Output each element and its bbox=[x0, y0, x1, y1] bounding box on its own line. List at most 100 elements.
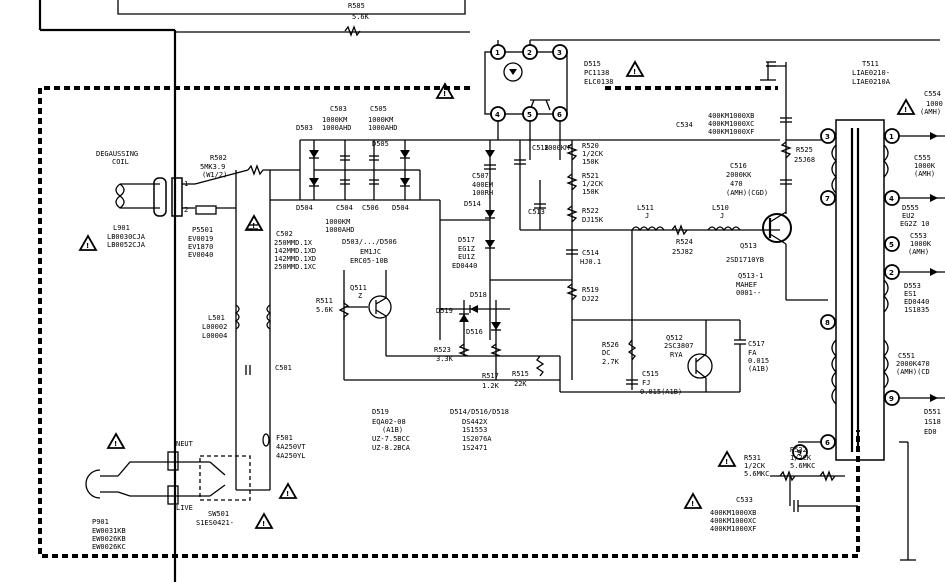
r521-v1: 1/2CK bbox=[582, 180, 604, 188]
warning-icon: ! bbox=[896, 98, 916, 115]
input-wiring bbox=[216, 139, 780, 470]
tpin-5: 5 bbox=[889, 241, 894, 249]
r585-ref: R585 bbox=[348, 2, 365, 10]
d553-v2: ED0440 bbox=[904, 298, 929, 306]
tpin-3: 3 bbox=[825, 133, 830, 141]
sw501-ref: SW501 bbox=[208, 510, 229, 518]
warning-glyph: ! bbox=[262, 520, 265, 528]
r511-val: 5.6K bbox=[316, 306, 334, 314]
c534-v3: 400KM1000XF bbox=[708, 128, 754, 136]
c502-v1: 250MMD.1X bbox=[274, 239, 313, 247]
c553-v1: 1000K bbox=[910, 240, 932, 248]
c503-sub: 1000AHD bbox=[322, 124, 352, 132]
d515-ref: D515 bbox=[584, 60, 601, 68]
c514-ref: C514 bbox=[582, 249, 599, 257]
c516-v3: (AMH)(CGD) bbox=[726, 189, 768, 197]
warning-glyph: ! bbox=[114, 440, 117, 448]
live-label: LIVE bbox=[176, 504, 193, 512]
d514set-v2: 1S1553 bbox=[462, 426, 487, 434]
q511-ref: Q511 bbox=[350, 284, 367, 292]
warning-glyph: ! bbox=[286, 490, 289, 498]
d553-ref: D553 bbox=[904, 282, 921, 290]
r532-v1: 1/2CK bbox=[790, 454, 812, 462]
r521-ref: R521 bbox=[582, 172, 599, 180]
l501-v2: L00004 bbox=[202, 332, 227, 340]
d503-506-v2: EM1JC bbox=[360, 248, 381, 256]
r532-v2: 5.6MKC bbox=[790, 462, 815, 470]
c533-v3: 400KM1000XF bbox=[710, 525, 756, 533]
c505-sub: 1000AHD bbox=[368, 124, 398, 132]
power-input: NEUT LIVE P901 EW0031KB EW0026KB EW0026K… bbox=[85, 440, 271, 551]
f501: F501 4A250VT 4A250YL bbox=[262, 433, 306, 460]
neut-label: NEUT bbox=[176, 440, 194, 448]
d515-v2: ELC0138 bbox=[584, 78, 614, 86]
c533-v2: 400KM1000XC bbox=[710, 517, 756, 525]
c555-v1: 1000K bbox=[914, 162, 936, 170]
r515-ref: R515 bbox=[512, 370, 529, 378]
d503-506-v1: ERC05-10B bbox=[350, 257, 388, 265]
l901: L901 LB0030CJA LB0052CJA bbox=[107, 224, 146, 249]
d504b-ref: D504 bbox=[392, 204, 409, 212]
d519b-v3: UZ-7.5BCC bbox=[372, 435, 410, 443]
q512-v2: RYA bbox=[670, 351, 683, 359]
degaussing-coil: DEGAUSSING COIL 1 2 bbox=[96, 150, 217, 217]
q513-ref: Q513 bbox=[740, 242, 757, 250]
tpin-8: 8 bbox=[825, 319, 830, 327]
transformer-t511: T511 LIAE0210- LIAE0210A 3 7 8 6 1 4 5 2… bbox=[792, 60, 945, 561]
warning-glyph: ! bbox=[252, 222, 255, 230]
c555-v2: (AMH) bbox=[914, 170, 935, 178]
q511-stage: R511 5.6K Q511 Z bbox=[316, 270, 560, 381]
c553-ref: C553 bbox=[910, 232, 927, 240]
r532-ref: R532 bbox=[790, 446, 807, 454]
d551-v1: 1S18 bbox=[924, 418, 941, 426]
p5501-v1: EV0019 bbox=[188, 235, 213, 243]
c503-val: 1000KM bbox=[322, 116, 347, 124]
r524-val: 25J82 bbox=[672, 248, 693, 256]
l501: L501 L00002 L00004 bbox=[202, 304, 272, 340]
c505-val: 1000KM bbox=[368, 116, 393, 124]
warning-icon: ! bbox=[254, 512, 274, 529]
f501-v2: 4A250YL bbox=[276, 452, 306, 460]
r520-v1: 1/2CK bbox=[582, 150, 604, 158]
c502-v2: 142MMD.1XD bbox=[274, 247, 316, 255]
r525-ref: R525 bbox=[796, 146, 813, 154]
c516-v1: 2000KK bbox=[726, 171, 752, 179]
d519-ref: D519 bbox=[436, 307, 453, 315]
r585: R585 5.6K bbox=[344, 2, 370, 37]
secondary-side: C554 1000 (AMH) C555 1000K (AMH) D555 EU… bbox=[896, 90, 943, 436]
c503-ref: C503 bbox=[330, 105, 347, 113]
pin-6: 6 bbox=[557, 111, 562, 119]
isolation-boundary bbox=[38, 86, 860, 558]
d505-ref: D505 bbox=[372, 140, 389, 148]
c502-v4: 250MMD.1XC bbox=[274, 263, 316, 271]
c505-ref: C505 bbox=[370, 105, 387, 113]
l901-v1: LB0030CJA bbox=[107, 233, 146, 241]
warning-icon: ! bbox=[625, 60, 645, 77]
q513-1-ref: Q513-1 bbox=[738, 272, 763, 280]
d519b-v1: EQA02-08 bbox=[372, 418, 406, 426]
pin-4: 4 bbox=[495, 111, 500, 119]
warning-icon: ! bbox=[244, 214, 264, 231]
q512-v1: 2SC3807 bbox=[664, 342, 694, 350]
c534-v1: 400KM1000XB bbox=[708, 112, 754, 120]
pin-2: 2 bbox=[527, 49, 532, 57]
pin-5: 5 bbox=[527, 111, 532, 119]
r502-sub: (W1/2) bbox=[202, 171, 227, 179]
d519b-v2: (A1B) bbox=[382, 426, 403, 434]
p901-v1: EW0031KB bbox=[92, 527, 126, 535]
r526-ref: R526 bbox=[602, 341, 619, 349]
warning-glyph: ! bbox=[725, 458, 728, 466]
c534-r525-c516: C534 400KM1000XB 400KM1000XC 400KM1000XF… bbox=[676, 61, 828, 301]
c502-v3: 142MMD.1XD bbox=[274, 255, 316, 263]
q513-1-v1: MAHEF bbox=[736, 281, 757, 289]
r517-ref: R517 bbox=[482, 372, 499, 380]
d551-ref: D551 bbox=[924, 408, 941, 416]
coil-pin-2: 2 bbox=[184, 206, 188, 214]
p5501-ref: P5501 bbox=[192, 226, 213, 234]
l901-ref: L901 bbox=[113, 224, 130, 232]
p5501-v2: EV1870 bbox=[188, 243, 213, 251]
c554-v2: (AMH) bbox=[920, 108, 941, 116]
r585-val: 5.6K bbox=[352, 13, 370, 21]
d519b-ref: D519 bbox=[372, 408, 389, 416]
c554-v1: 1000 bbox=[926, 100, 943, 108]
